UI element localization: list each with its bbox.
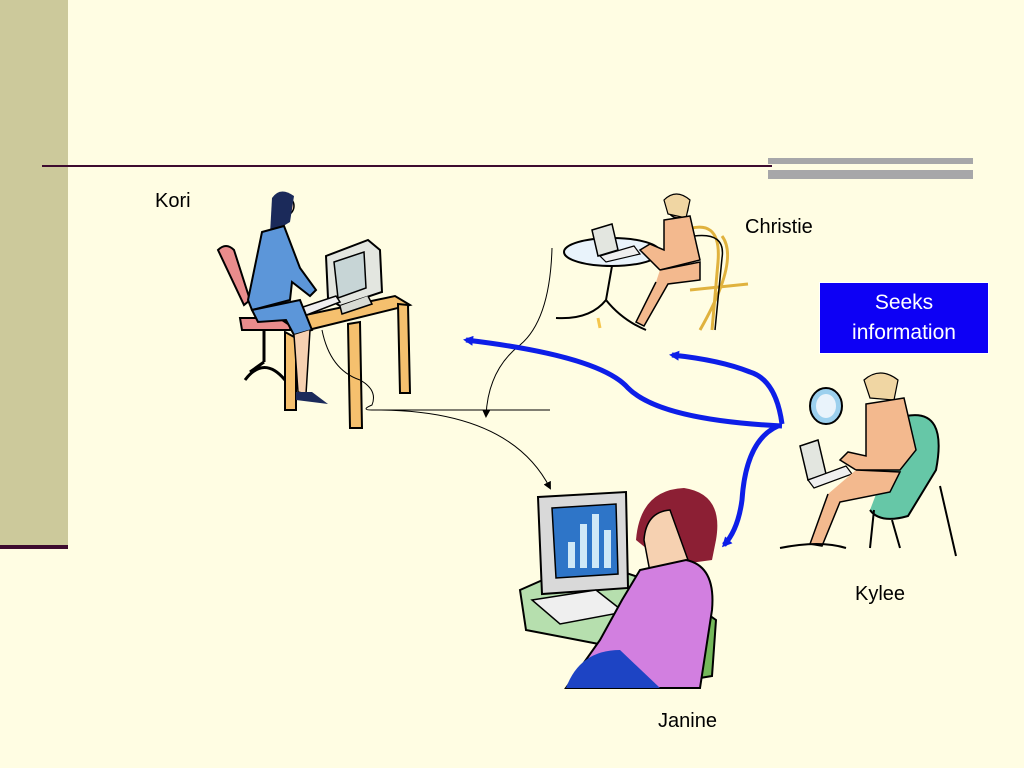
kylee-to-kori-arrow (463, 335, 783, 429)
kylee-to-janine-arrow (721, 423, 780, 548)
label-kori: Kori (155, 190, 191, 212)
kori-computer-clipart (216, 191, 550, 429)
christie-laptop-clipart (555, 193, 749, 331)
accent-bar-top (768, 158, 973, 164)
kori-to-janine-arrow (375, 409, 551, 490)
christie-to-janine-arrow (482, 247, 553, 418)
janine-desktop-clipart (518, 488, 718, 689)
kylee-laptop-clipart (779, 372, 957, 557)
title-divider-line (42, 165, 772, 167)
left-sidebar-band (0, 0, 68, 545)
label-kylee: Kylee (855, 583, 906, 605)
accent-bar-bottom (768, 170, 973, 179)
kylee-to-christie-arrow (669, 350, 785, 425)
label-christie: Christie (745, 216, 813, 238)
sidebar-underline (0, 545, 68, 549)
label-janine: Janine (658, 710, 717, 732)
seeks-information-callout: Seeks information (819, 282, 989, 354)
